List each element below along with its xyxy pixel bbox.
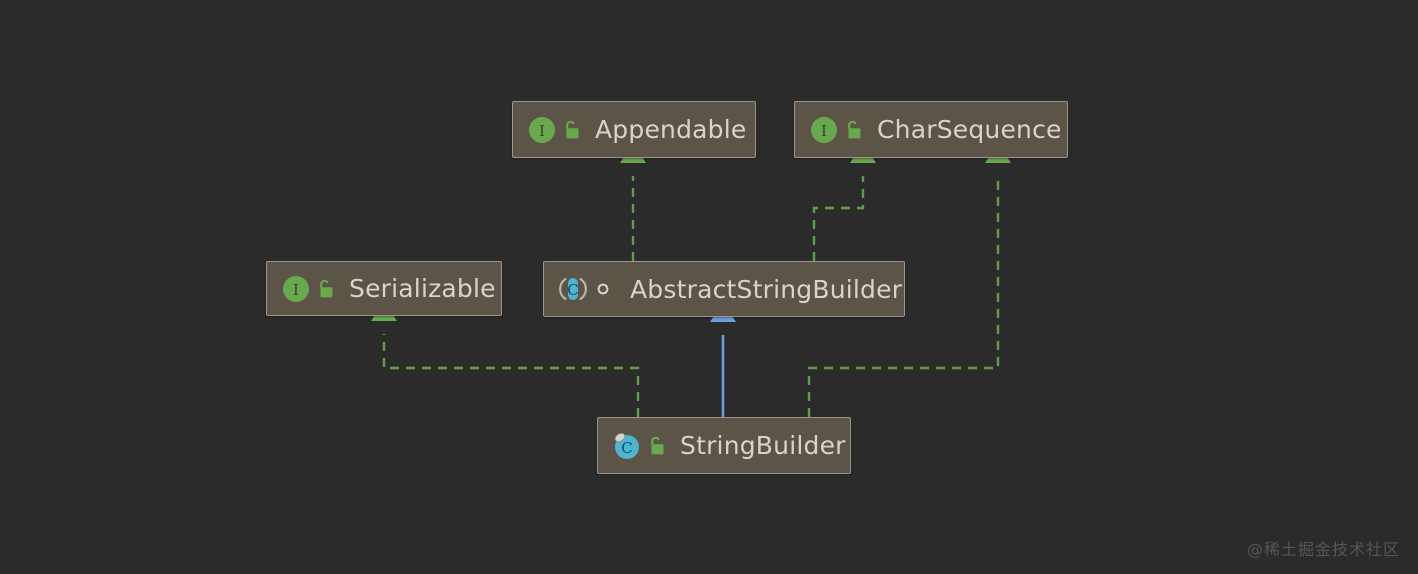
interface-i-icon: I <box>281 274 311 304</box>
unlocked-padlock-icon <box>315 277 337 301</box>
uml-node-abstractstringbuilder[interactable]: C AbstractStringBuilder <box>543 261 905 317</box>
watermark: @稀土掘金技术社区 <box>1246 540 1400 559</box>
uml-node-serializable[interactable]: I Serializable <box>266 261 502 316</box>
svg-text:C: C <box>567 281 578 299</box>
uml-node-label: CharSequence <box>877 115 1062 144</box>
uml-node-label: Serializable <box>349 274 496 303</box>
unlocked-padlock-icon <box>843 118 865 142</box>
final-class-c-icon: C <box>612 431 642 461</box>
edge-abstractstringbuilder-implements-charsequence <box>812 176 865 261</box>
uml-node-label: StringBuilder <box>680 431 846 460</box>
uml-node-charsequence[interactable]: I CharSequence <box>794 101 1068 158</box>
unlocked-padlock-icon <box>561 118 583 142</box>
unlocked-padlock-icon <box>646 434 668 458</box>
interface-i-icon: I <box>527 115 557 145</box>
uml-node-label: Appendable <box>595 115 747 144</box>
package-private-dot-icon <box>592 277 614 301</box>
uml-node-appendable[interactable]: I Appendable <box>512 101 756 158</box>
svg-text:C: C <box>621 439 632 457</box>
abstract-class-c-icon: C <box>558 274 588 304</box>
edge-stringbuilder-implements-charsequence <box>807 176 1000 417</box>
svg-text:I: I <box>293 281 299 299</box>
svg-text:I: I <box>539 122 545 140</box>
svg-text:I: I <box>821 122 827 140</box>
uml-node-label: AbstractStringBuilder <box>630 274 903 304</box>
edge-stringbuilder-implements-serializable <box>382 334 640 417</box>
uml-node-stringbuilder[interactable]: C StringBuilder <box>597 417 851 474</box>
interface-i-icon: I <box>809 115 839 145</box>
